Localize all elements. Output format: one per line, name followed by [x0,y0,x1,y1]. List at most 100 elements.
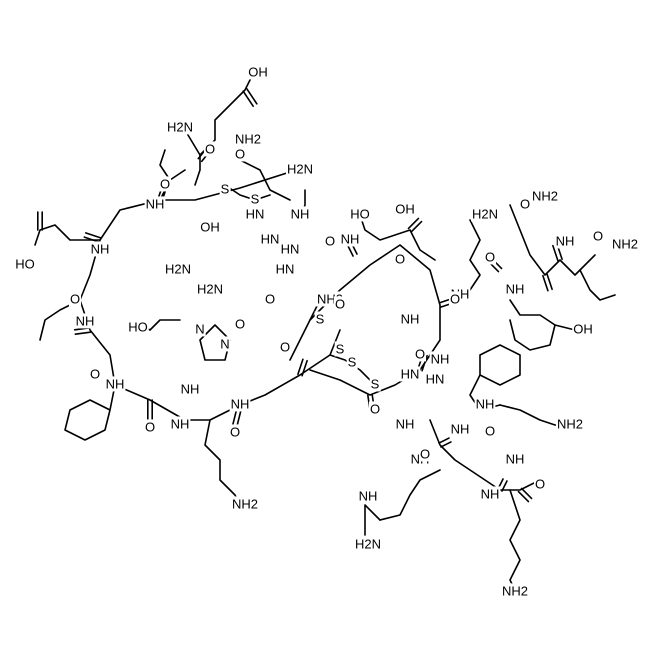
atom-label-background [413,346,427,362]
amide-nh-label: NH [451,421,470,436]
amide-nh-label: NH [146,196,165,211]
sulfur-label: S [336,341,345,356]
mid-amine-label: H2N [197,281,223,296]
glu-amine-label: H2N [167,119,193,134]
atom-label-background [199,219,221,235]
carbonyl-double-bond [501,480,508,492]
atom-label-background [483,423,497,439]
atom-label-background [339,231,361,247]
atom-label-background [333,296,347,312]
atom-label-background [369,376,381,392]
lys2-amine-label: H2N [472,206,498,221]
atom-label-background [228,424,242,440]
atom-label-background [278,339,292,355]
atom-label-background [314,311,326,327]
atom-label-background [418,446,432,462]
atom-label-background [479,486,501,502]
amide-nh-label: NH [476,396,495,411]
oxygen-label: O [450,291,460,306]
atom-label-background [399,366,421,382]
carbonyl-double-bond [440,441,452,448]
tyr-oh-label: OH [573,321,593,336]
atom-label-background [89,241,111,257]
lys-right-side-chain [469,219,481,291]
carbonyl-double-bond [407,217,420,230]
nitrogen-label: N [220,336,229,351]
atom-label-background [429,351,451,367]
atom-label-background [504,451,526,467]
atom-label-background [610,236,640,252]
atom-label-background [470,206,500,222]
oxygen-label: O [70,291,80,306]
gln-amide-label: NH2 [235,131,261,146]
atom-label-background [74,313,96,329]
glu-oh-label: OH [248,64,268,79]
oxygen-label: O [415,346,425,361]
glu-left-oh-label: HO [15,256,35,271]
atom-label-background [127,319,149,335]
atom-label-background [165,119,195,135]
atom-label-background [533,476,547,492]
atom-label-background [448,291,462,307]
atom-label-background [394,416,416,432]
oxygen-label: O [325,233,335,248]
oxygen-label: O [280,339,290,354]
atom-label-background [572,321,594,337]
lys-amine-label: H2N [287,161,313,176]
amide-hn-label: HN [246,206,265,221]
bottom-backbone [429,419,541,491]
carbonyl-double-bond [517,490,530,503]
glu-carbonyl [242,90,254,108]
carbonyl-double-bond [297,358,304,376]
oxygen-label: O [485,249,495,264]
atom-label-background [179,381,201,397]
amide-nh-label: NH [231,396,250,411]
sulfur-label: S [371,376,380,391]
amide-hn-label: HN [281,241,300,256]
glu-carbonyl [246,87,258,105]
oxygen-label: O [370,401,380,416]
oxygen-label: O [535,476,545,491]
atom-label-background [393,251,407,267]
atom-label-background [263,291,277,307]
arg2-imine-label: NH [359,488,378,503]
atom-label-background [474,396,496,412]
carbonyl-double-bond [83,236,101,243]
atom-label-background [233,131,263,147]
carbonyl-double-bond [301,359,308,377]
atom-label-background [230,496,260,512]
carbonyl-double-bond [421,354,428,372]
atom-label-background [591,228,605,244]
oxygen-label: O [420,446,430,461]
atom-label-background [104,376,126,392]
atom-label-background [449,421,471,437]
atom-label-background [158,176,172,192]
atom-label-background [530,188,560,204]
glu-backbone [194,154,201,186]
oxygen-label: O [485,423,495,438]
glu-left-side-chain [34,224,101,246]
leu-branch [169,169,186,181]
atom-label-background [285,161,315,177]
carbonyl-double-bond [347,245,354,257]
atom-label-background [195,281,225,297]
amide-nh-label: NH [341,231,360,246]
oxygen-label: O [90,366,100,381]
amide-nh-label: NH [506,451,525,466]
oxygen-label: O [205,141,215,156]
atom-label-background [244,206,266,222]
amide-nh-label: NH [401,311,420,326]
atom-label-background [349,206,371,222]
phe-ring [64,384,116,441]
oxygen-label: O [235,146,245,161]
atom-label-background [518,196,532,212]
sulfur-label: S [316,311,325,326]
atom-label-background [88,366,102,382]
sulfur-label: S [348,354,357,369]
amide-nh-label: NH [291,206,310,221]
atom-label-background [247,64,269,80]
carbonyl-double-bond [546,273,553,291]
disulfide-1 [224,184,271,201]
